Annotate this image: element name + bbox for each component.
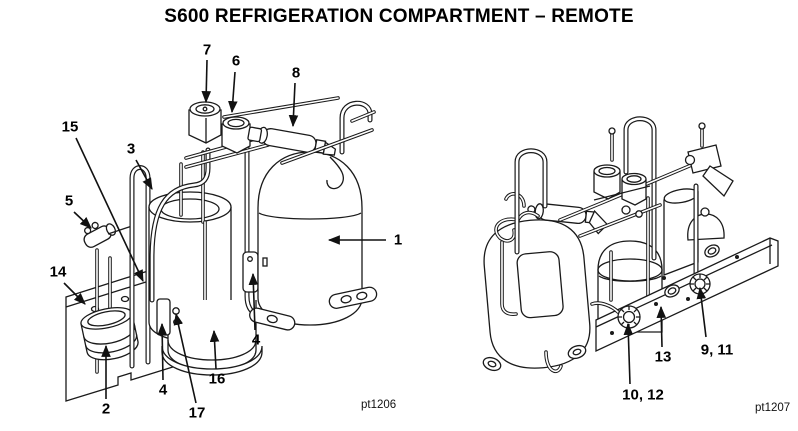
receiver-tank	[249, 151, 378, 331]
callout-14: 14	[49, 263, 67, 281]
page-title: S600 REFRIGERATION COMPARTMENT – REMOTE	[164, 6, 634, 27]
arrow-5	[73, 211, 92, 229]
compressor	[156, 298, 263, 376]
callout-5: 5	[64, 192, 74, 210]
solenoid-valve-rear-2	[621, 172, 647, 206]
fitting-connector-a	[617, 305, 641, 329]
arrow-4a	[157, 322, 167, 381]
callout-10-12: 10, 12	[622, 386, 664, 404]
callout-9-11: 9, 11	[700, 341, 734, 359]
arrow-3	[135, 159, 153, 190]
callout-8: 8	[291, 64, 301, 82]
arrow-7	[201, 59, 212, 104]
pipe-bracket	[242, 251, 259, 293]
solenoid-valve-rear-1	[593, 164, 621, 200]
arrow-15	[75, 137, 144, 283]
tank-foot-right	[328, 286, 378, 309]
callout-7: 7	[202, 41, 212, 59]
condenser-motor	[80, 306, 139, 361]
callout-arrows	[63, 59, 707, 404]
figure-pt1206-drawing	[65, 96, 378, 402]
solenoid-valve-6	[221, 116, 251, 154]
figure-pt1207-drawing	[482, 116, 779, 374]
arrow-17	[173, 312, 197, 404]
figure-id-pt1207: pt1207	[755, 402, 791, 414]
arrow-16	[209, 329, 220, 370]
discharge-fitting	[684, 144, 734, 198]
arrow-8	[288, 82, 299, 128]
arrow-13	[656, 305, 667, 348]
callout-2: 2	[101, 400, 111, 418]
figure-id-pt1206: pt1206	[361, 399, 397, 411]
callout-16: 16	[208, 370, 226, 388]
arrow-6	[228, 71, 238, 114]
tank-foot-left	[249, 307, 296, 331]
callout-13: 13	[654, 348, 672, 366]
arrow-10-12	[623, 322, 634, 385]
callout-4b: 4	[251, 331, 261, 349]
solenoid-valve-7	[188, 101, 222, 144]
callout-1: 1	[393, 231, 403, 249]
filter-drier	[247, 126, 337, 156]
compressor-rear	[483, 219, 591, 369]
arrow-4b	[248, 272, 259, 331]
callout-3: 3	[126, 140, 136, 158]
callout-17: 17	[188, 404, 206, 422]
arrow-14	[63, 282, 86, 305]
arrow-9-11	[696, 286, 707, 338]
callout-6: 6	[231, 52, 241, 70]
service-valve	[83, 221, 117, 248]
callout-15: 15	[61, 118, 79, 136]
callout-4a: 4	[158, 381, 168, 399]
